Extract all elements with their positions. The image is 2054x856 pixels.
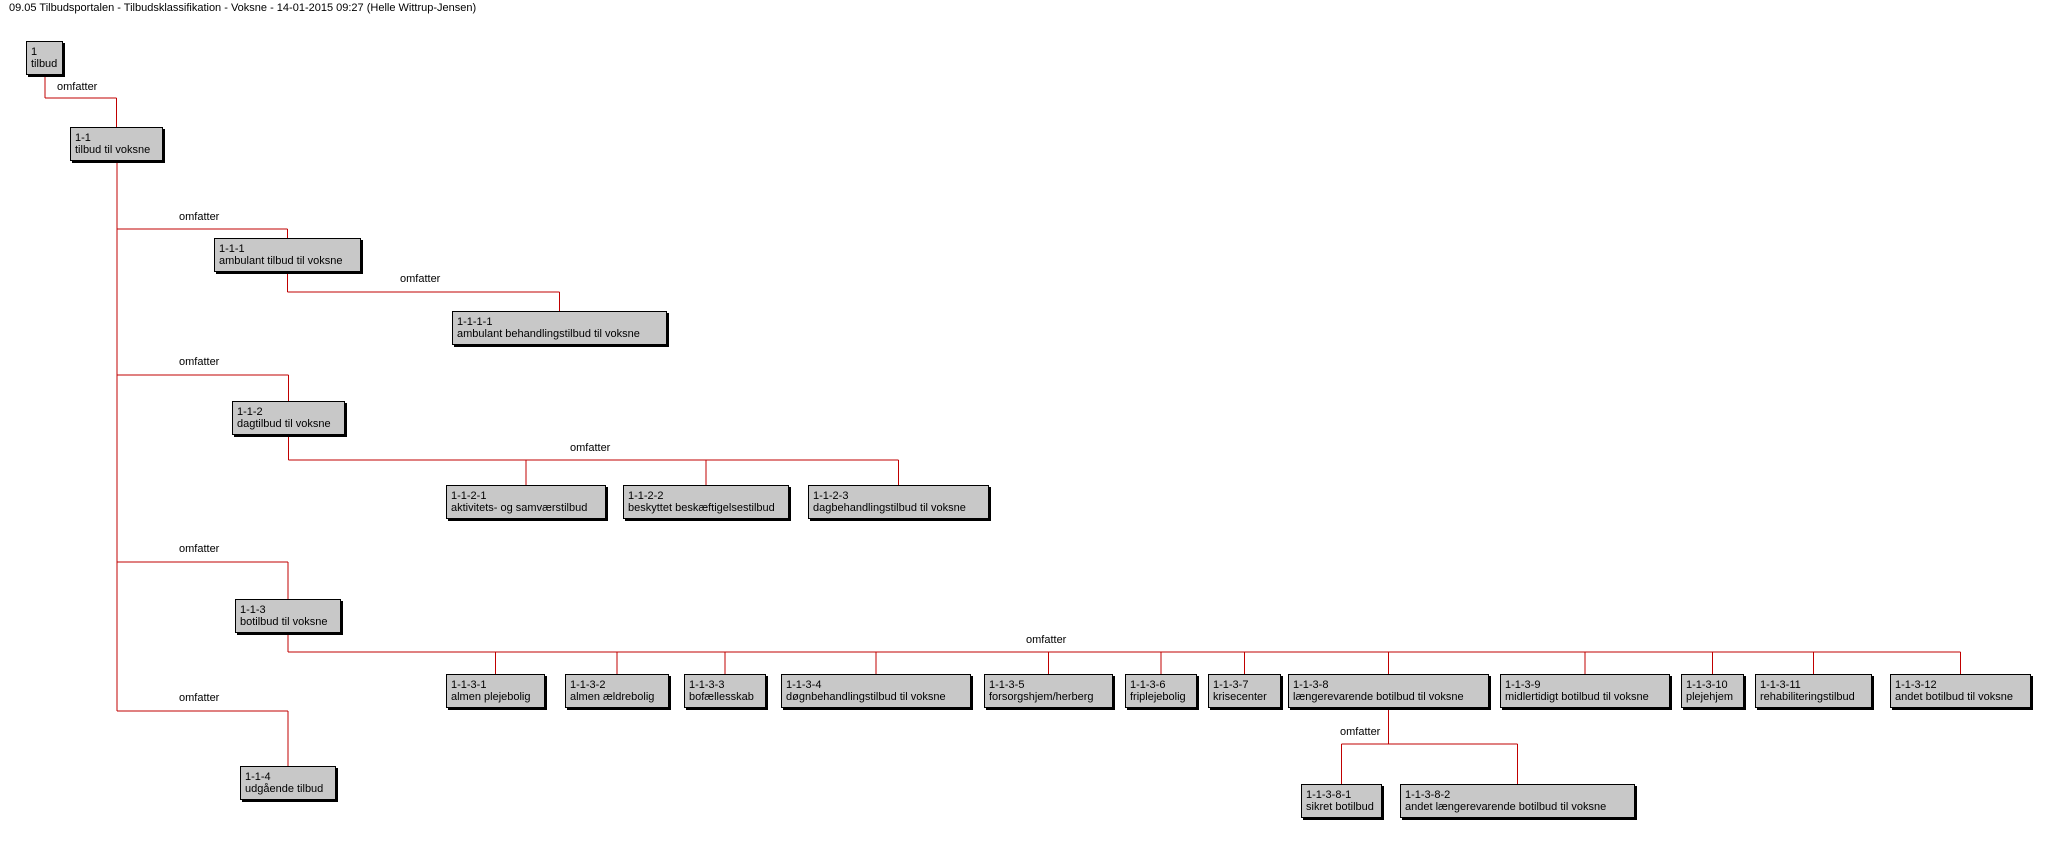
node-code: 1-1-4	[245, 771, 271, 783]
node-name: almen plejebolig	[451, 691, 531, 703]
node-code: 1-1-1	[219, 243, 245, 255]
node-name: midlertidigt botilbud til voksne	[1505, 691, 1649, 703]
node-code: 1-1-3-1	[451, 679, 487, 691]
node-name: bofællesskab	[689, 691, 754, 703]
node-code: 1-1-3-6	[1130, 679, 1166, 691]
node-name: dagtilbud til voksne	[237, 418, 331, 430]
node-code: 1-1-2-2	[628, 490, 664, 502]
relation-label-8: omfatter	[1340, 726, 1381, 738]
relation-label-6: omfatter	[570, 442, 611, 454]
node-name: andet botilbud til voksne	[1895, 691, 2014, 703]
node-code: 1-1-3-12	[1895, 679, 1937, 691]
node-name: længerevarende botilbud til voksne	[1293, 691, 1464, 703]
node-code: 1-1-3-4	[786, 679, 822, 691]
node-name: døgnbehandlingstilbud til voksne	[786, 691, 946, 703]
node-name: forsorgshjem/herberg	[989, 691, 1094, 703]
node-name: tilbud til voksne	[75, 144, 151, 156]
node-name: friplejebolig	[1130, 691, 1186, 703]
node-name: almen ældrebolig	[570, 691, 655, 703]
node-name: dagbehandlingstilbud til voksne	[813, 502, 966, 514]
relation-label-1: omfatter	[179, 211, 220, 223]
node-name: ambulant behandlingstilbud til voksne	[457, 328, 640, 340]
node-code: 1-1-2-1	[451, 490, 487, 502]
node-name: botilbud til voksne	[240, 616, 328, 628]
node-code: 1-1-1-1	[457, 316, 493, 328]
node-name: ambulant tilbud til voksne	[219, 255, 343, 267]
relation-label-4: omfatter	[179, 692, 220, 704]
node-code: 1-1-3-7	[1213, 679, 1249, 691]
node-code: 1-1-3-5	[989, 679, 1025, 691]
node-code: 1-1-2-3	[813, 490, 849, 502]
node-name: udgående tilbud	[245, 783, 324, 795]
node-code: 1-1-3-8-2	[1405, 789, 1451, 801]
relation-label-0: omfatter	[57, 81, 98, 93]
node-name: tilbud	[31, 58, 58, 70]
relation-label-3: omfatter	[179, 543, 220, 555]
node-name: aktivitets- og samværstilbud	[451, 502, 588, 514]
node-code: 1-1-3-8-1	[1306, 789, 1352, 801]
node-code: 1-1-3-8	[1293, 679, 1329, 691]
node-name: beskyttet beskæftigelsestilbud	[628, 502, 775, 514]
node-code: 1-1-3-3	[689, 679, 725, 691]
node-name: rehabiliteringstilbud	[1760, 691, 1855, 703]
node-name: sikret botilbud	[1306, 801, 1374, 813]
node-name: krisecenter	[1213, 691, 1267, 703]
node-code: 1-1-2	[237, 406, 263, 418]
node-code: 1-1-3-10	[1686, 679, 1728, 691]
node-name: plejehjem	[1686, 691, 1734, 703]
node-code: 1-1-3-9	[1505, 679, 1541, 691]
relation-label-7: omfatter	[1026, 634, 1067, 646]
relation-label-5: omfatter	[400, 273, 441, 285]
node-name: andet længerevarende botilbud til voksne	[1405, 801, 1607, 813]
node-code: 1-1	[75, 132, 91, 144]
diagram-title: 09.05 Tilbudsportalen - Tilbudsklassifik…	[9, 2, 477, 14]
node-code: 1-1-3-2	[570, 679, 606, 691]
relation-label-2: omfatter	[179, 356, 220, 368]
node-code: 1	[31, 46, 38, 58]
node-code: 1-1-3-11	[1760, 679, 1801, 691]
node-code: 1-1-3	[240, 604, 266, 616]
